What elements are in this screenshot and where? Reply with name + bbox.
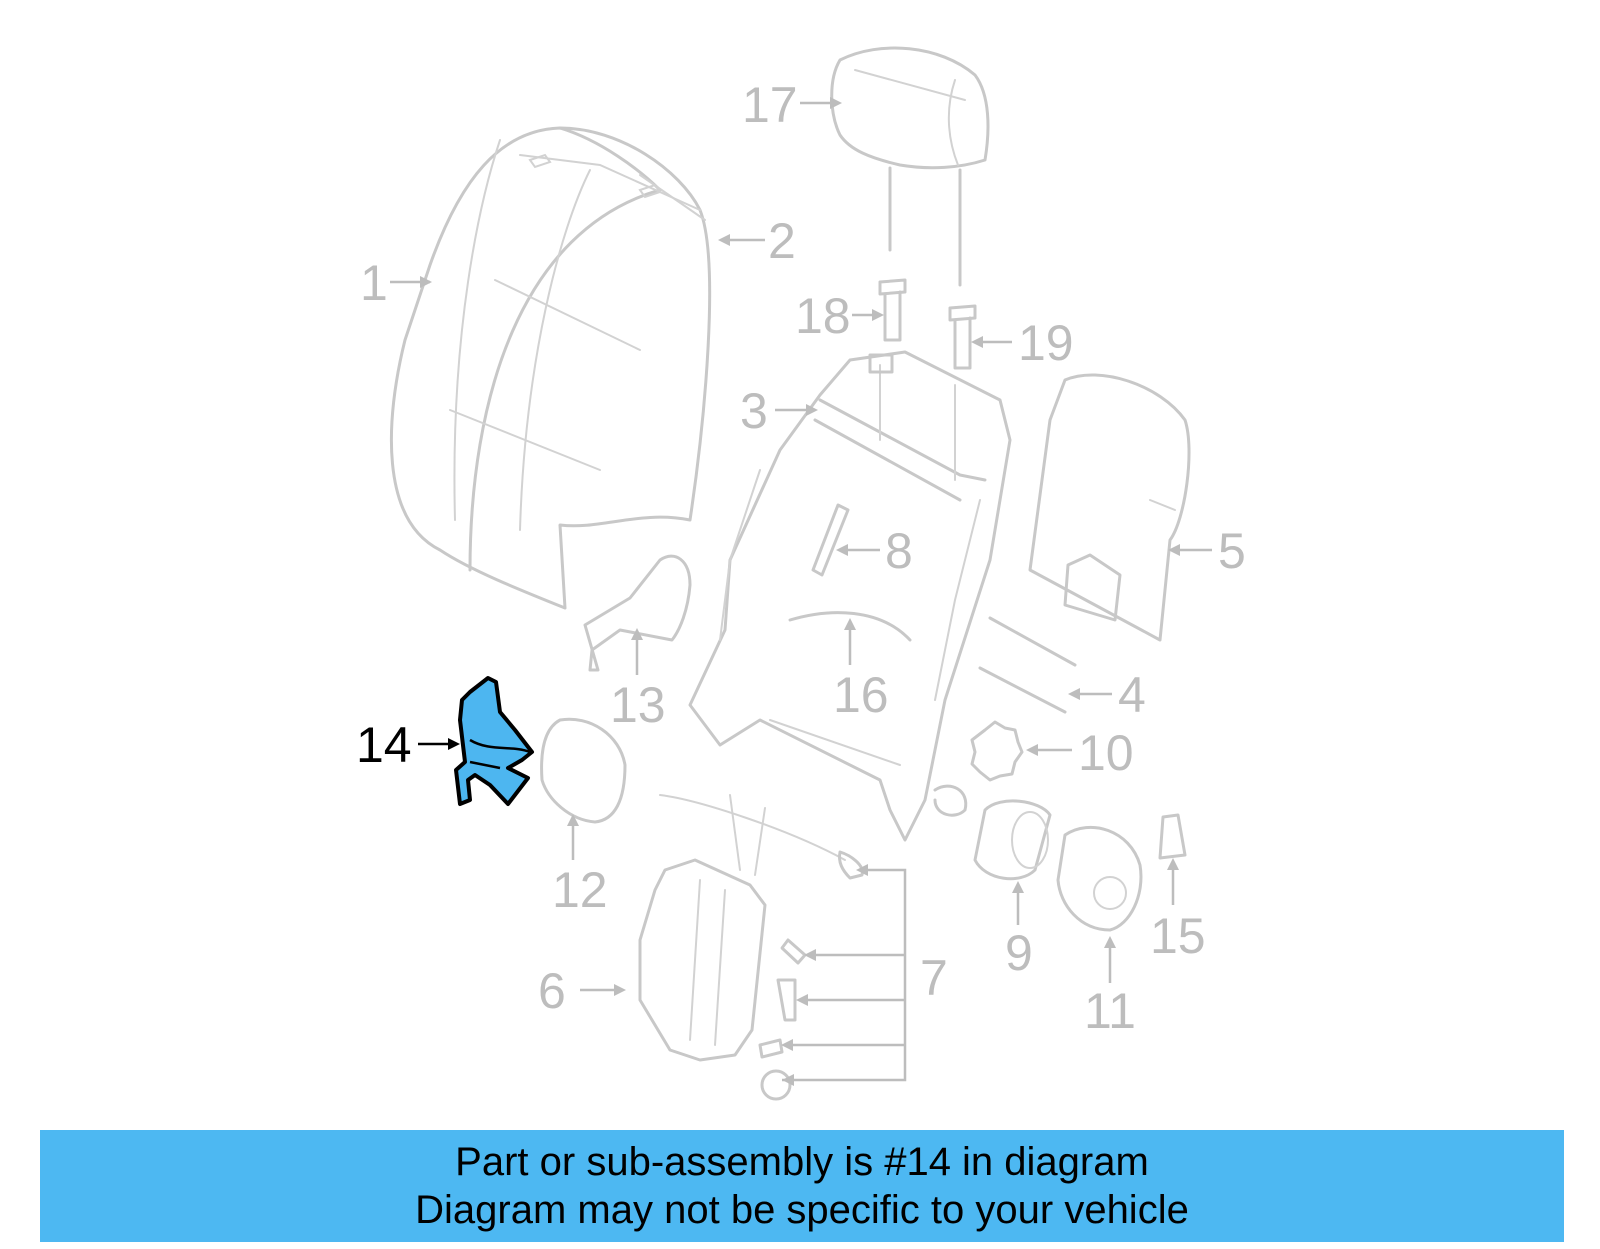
part-19-guide[interactable] [948, 304, 977, 370]
callout-8: 8 [836, 523, 913, 579]
svg-text:17: 17 [742, 77, 798, 133]
part-12-cover[interactable] [540, 717, 627, 824]
callout-13: 13 [610, 628, 666, 733]
callout-9: 9 [1005, 881, 1033, 981]
svg-text:12: 12 [552, 862, 608, 918]
svg-text:16: 16 [833, 667, 889, 723]
callout-14: 14 [356, 717, 460, 773]
svg-text:6: 6 [538, 963, 566, 1019]
svg-text:8: 8 [885, 523, 913, 579]
part-11-cover[interactable] [1056, 825, 1143, 932]
callout-2: 2 [718, 213, 796, 269]
part-18-guide[interactable] [878, 278, 907, 342]
part-3-seat-back-frame[interactable] [688, 350, 1012, 842]
svg-text:9: 9 [1005, 925, 1033, 981]
callout-19: 19 [971, 315, 1074, 371]
callout-11: 11 [1084, 936, 1136, 1039]
part-1-seat-back-cover[interactable] [389, 126, 712, 610]
part-16-wire[interactable] [788, 611, 912, 642]
part-7-fasteners[interactable] [758, 850, 864, 1101]
svg-text:1: 1 [360, 255, 388, 311]
callout-3: 3 [740, 383, 818, 439]
svg-text:19: 19 [1018, 315, 1074, 371]
callout-4: 4 [1068, 667, 1146, 723]
callout-7: 7 [781, 864, 948, 1086]
part-14-highlighted[interactable] [454, 676, 534, 806]
callout-15: 15 [1150, 858, 1206, 964]
callout-6: 6 [538, 963, 626, 1019]
svg-text:10: 10 [1078, 725, 1134, 781]
svg-text:3: 3 [740, 383, 768, 439]
banner-line-1: Part or sub-assembly is #14 in diagram [455, 1140, 1149, 1184]
callout-18: 18 [795, 288, 884, 344]
callout-12: 12 [552, 814, 608, 918]
svg-text:4: 4 [1118, 667, 1146, 723]
svg-text:5: 5 [1218, 523, 1246, 579]
part-4-bar[interactable] [978, 616, 1077, 714]
svg-text:18: 18 [795, 288, 851, 344]
svg-text:15: 15 [1150, 908, 1206, 964]
svg-text:2: 2 [768, 213, 796, 269]
callout-16: 16 [833, 618, 889, 723]
callout-10: 10 [1026, 725, 1134, 781]
banner-line-2: Diagram may not be specific to your vehi… [415, 1188, 1189, 1232]
svg-text:14: 14 [356, 717, 412, 773]
callout-5: 5 [1168, 523, 1246, 579]
svg-text:11: 11 [1084, 983, 1136, 1039]
part-13-trim[interactable] [583, 554, 692, 672]
part-9-knob[interactable] [973, 799, 1052, 881]
part-6-lumbar-support[interactable] [638, 794, 846, 1062]
part-10-gear[interactable] [970, 720, 1024, 782]
svg-text:7: 7 [920, 950, 948, 1006]
part-5-back-panel[interactable] [1028, 373, 1191, 642]
part-15-clip[interactable] [1158, 813, 1187, 860]
parts-diagram: 1 2 3 4 5 6 7 8 [356, 46, 1246, 1101]
part-8-strip[interactable] [811, 503, 850, 577]
callout-1: 1 [360, 255, 432, 311]
svg-text:13: 13 [610, 677, 666, 733]
info-banner: Part or sub-assembly is #14 in diagram D… [40, 1130, 1564, 1242]
callout-17: 17 [742, 77, 842, 133]
part-17-headrest[interactable] [830, 46, 990, 287]
